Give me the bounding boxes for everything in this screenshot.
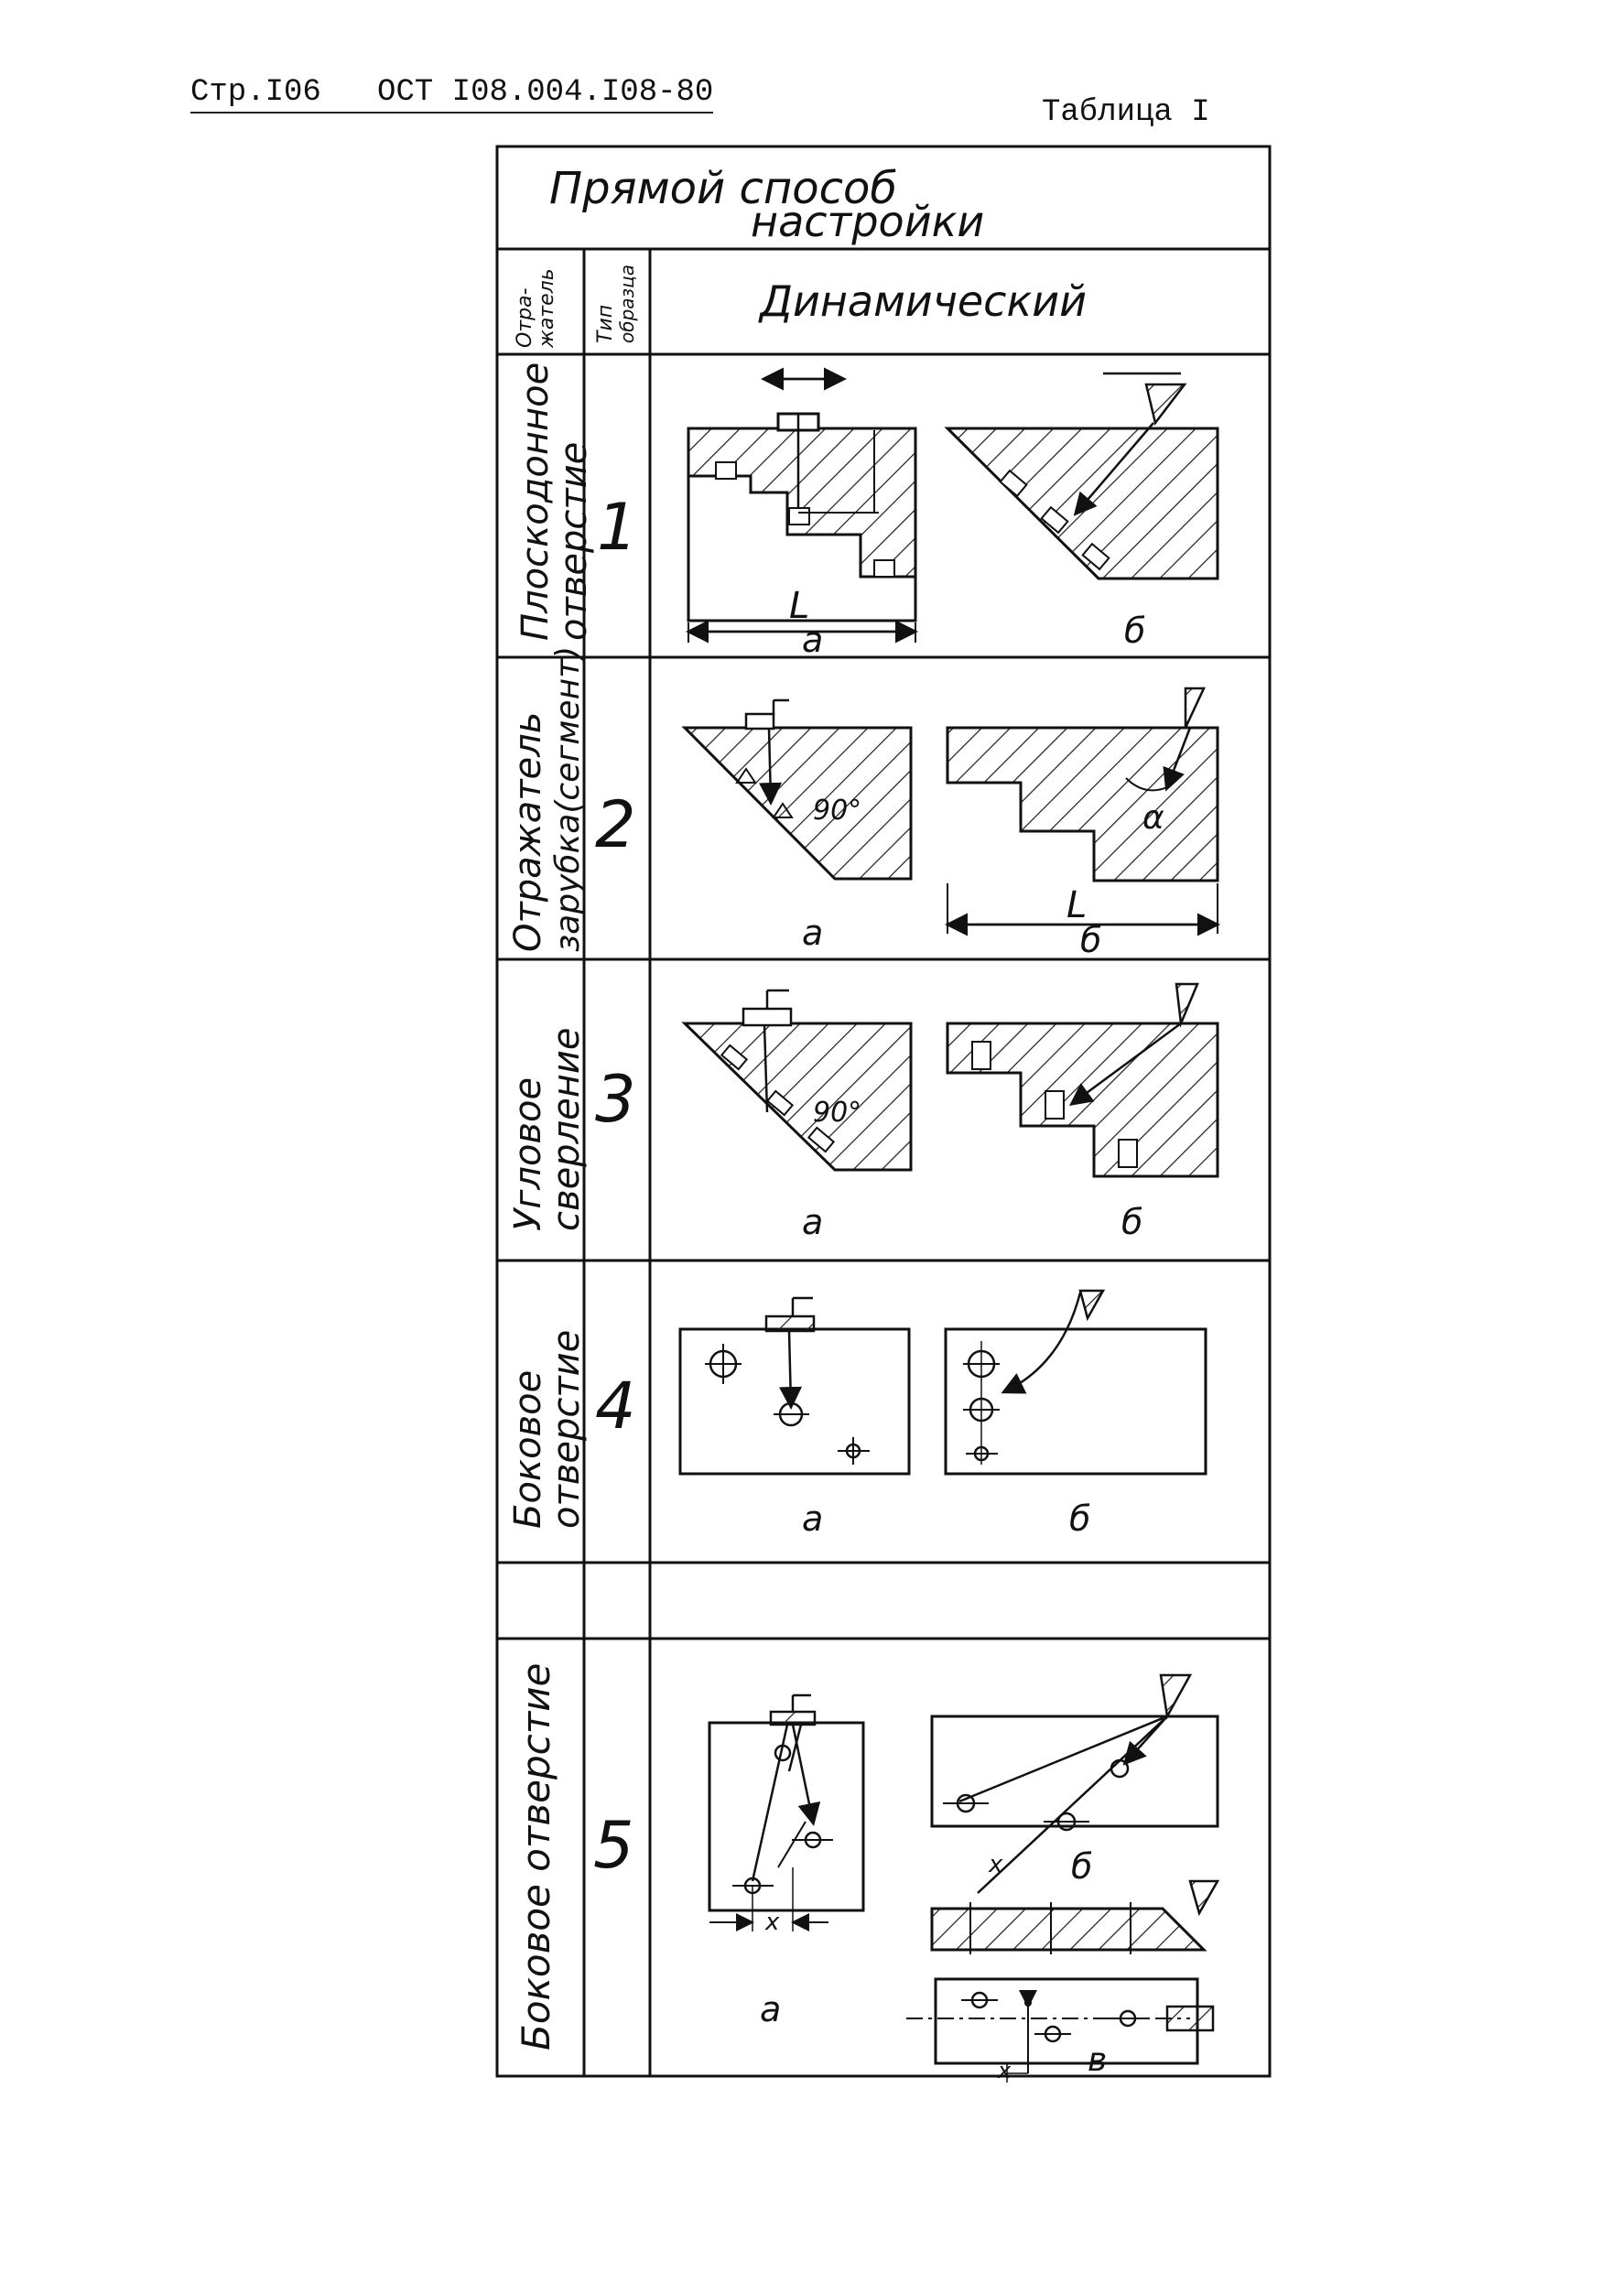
row4-label-b: б [1069,1498,1090,1539]
row2-label-a: а [802,913,823,953]
svg-text:зарубка(сегмент): зарубка(сегмент) [549,646,587,952]
col-header-type: Тип образца [594,265,638,343]
row2-figure-a [681,698,913,881]
row5-dim-x-v: x [997,2058,1012,2083]
svg-text:отверстие: отверстие [546,1330,588,1529]
row2-figure-b [945,687,1220,936]
row2-angle-alpha: α [1142,799,1164,837]
row1-dim-L: L [789,585,809,627]
row2-type: 2 [595,787,636,862]
row5-label-v: в [1088,2041,1107,2079]
row4-figure-b [944,1289,1207,1476]
svg-text:образца: образца [616,265,638,343]
row5-label-a: а [760,1989,781,2029]
row3-label-b: б [1121,1202,1142,1242]
row2-angle-90: 90° [813,795,861,827]
row1-figure-a [686,367,918,644]
standard-code: ОСТ I08.004.I08-80 [377,75,714,110]
row3-figure-b [946,982,1219,1178]
row5-reflector: Боковое отверстие [514,1663,558,2050]
row4-reflector: Боковое отверстие [507,1330,588,1529]
row5-type: 5 [593,1808,634,1883]
row5-dim-x-a: x [764,1909,780,1936]
row1-type: 1 [597,490,638,565]
row1-reflector: Плоскодонное отверстие [514,362,595,641]
table-title-line2: настройки [751,197,984,246]
row3-angle-90: 90° [813,1097,861,1129]
page-header-left: Стр.I06 ОСТ I08.004.I08-80 [190,75,714,114]
row5-figure-v [906,1977,1215,2083]
svg-text:Отражатель: Отражатель [507,712,549,952]
row1-label-a: а [802,620,823,660]
row3-reflector: Угловое сверление [507,1028,588,1232]
row4-type: 4 [595,1369,636,1444]
svg-text:Угловое: Угловое [507,1077,549,1231]
row5-label-b: б [1071,1846,1092,1887]
row4-label-a: а [802,1498,823,1539]
row3-type: 3 [595,1062,636,1137]
row5-dim-x-b: x [988,1851,1003,1878]
svg-text:Плоскодонное: Плоскодонное [514,362,557,641]
row5-figure-b [930,1673,1219,1894]
row4-figure-a [678,1296,911,1476]
row3-label-a: а [802,1202,823,1242]
table-frame [495,145,1272,2078]
row2-label-b: б [1080,920,1101,960]
svg-text:Боковое: Боковое [507,1370,549,1529]
svg-text:Отра-: Отра- [514,287,536,348]
col-header-method: Динамический [758,276,1087,326]
row3-figure-a [681,989,913,1172]
row1-figure-b [944,372,1219,580]
svg-text:жатель: жатель [536,268,558,349]
row2-reflector: Отражатель зарубка(сегмент) [507,646,587,952]
svg-text:Боковое отверстие: Боковое отверстие [514,1663,558,2050]
row1-label-b: б [1124,611,1145,651]
svg-text:отверстие: отверстие [553,442,595,641]
page-number: Стр.I06 [190,75,321,110]
col-header-reflector: Отра- жатель [514,268,558,349]
row2-dim-L: L [1066,884,1087,926]
svg-text:Тип: Тип [594,305,617,343]
table-title-line1: Прямой способ [549,163,897,214]
row5-figure-a [708,1693,865,1931]
svg-text:сверление: сверление [546,1028,588,1232]
row5-figure-section [930,1879,1220,1954]
table-label: Таблица I [1042,95,1210,130]
